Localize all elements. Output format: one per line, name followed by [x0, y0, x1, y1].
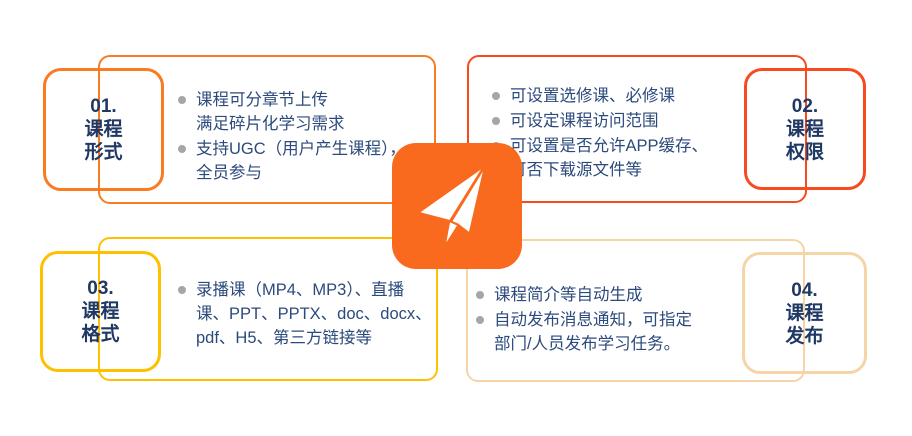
list-item: 课程简介等自动生成	[476, 283, 741, 307]
bullet-text: 可设定课程访问范围	[510, 112, 659, 130]
quadrant-title-course-publish: 04. 课程 发布	[785, 279, 824, 347]
list-item: 可设置选修课、必修课	[492, 84, 772, 108]
bullet-text: 可设置是否允许APP缓存、 可否下载源文件等	[510, 137, 709, 179]
label-box-course-publish: 04. 课程 发布	[742, 252, 867, 374]
paper-plane-icon	[392, 143, 522, 269]
bullet-text: 可设置选修课、必修课	[510, 87, 675, 105]
bullet-text: 课程可分章节上传 满足碎片化学习需求	[196, 91, 345, 133]
bullet-dot	[492, 117, 500, 125]
panel-course-publish	[466, 239, 805, 382]
list-item: 可设定课程访问范围	[492, 109, 772, 133]
list-item: 可设置是否允许APP缓存、 可否下载源文件等	[492, 134, 772, 182]
center-badge	[392, 143, 522, 269]
bullet-dot	[476, 291, 484, 299]
label-box-course-form: 01. 课程 形式	[43, 68, 164, 191]
list-item: 录播课（MP4、MP3）、直播 课、PPT、PPTX、doc、docx、 pdf…	[178, 278, 433, 350]
bullet-text: 支持UGC（用户产生课程）， 全员参与	[196, 140, 406, 182]
list-item: 自动发布消息通知，可指定 部门/人员发布学习任务。	[476, 308, 741, 356]
bullet-dot	[492, 92, 500, 100]
bullet-dot	[178, 145, 186, 153]
label-box-course-permission: 02. 课程 权限	[744, 68, 866, 190]
bullet-list-course-permission: 可设置选修课、必修课 可设定课程访问范围 可设置是否允许APP缓存、 可否下载源…	[492, 84, 772, 183]
quadrant-title-course-form: 01. 课程 形式	[84, 96, 123, 163]
bullet-dot	[178, 286, 186, 294]
bullet-dot	[476, 316, 484, 324]
quadrant-title-course-format: 03. 课程 格式	[81, 278, 120, 345]
panel-course-permission	[467, 55, 807, 203]
list-item: 课程可分章节上传 满足碎片化学习需求	[178, 88, 428, 136]
bullet-dot	[178, 96, 186, 104]
label-box-course-format: 03. 课程 格式	[40, 251, 161, 372]
bullet-list-course-publish: 课程简介等自动生成 自动发布消息通知，可指定 部门/人员发布学习任务。	[476, 283, 741, 357]
bullet-text: 课程简介等自动生成	[494, 286, 643, 304]
quadrant-title-course-permission: 02. 课程 权限	[785, 95, 824, 163]
bullet-text: 录播课（MP4、MP3）、直播 课、PPT、PPTX、doc、docx、 pdf…	[196, 281, 432, 347]
bullet-list-course-format: 录播课（MP4、MP3）、直播 课、PPT、PPTX、doc、docx、 pdf…	[178, 278, 433, 351]
panel-course-format	[98, 237, 438, 381]
list-item: 支持UGC（用户产生课程）， 全员参与	[178, 137, 428, 185]
bullet-list-course-form: 课程可分章节上传 满足碎片化学习需求 支持UGC（用户产生课程）， 全员参与	[178, 88, 428, 186]
bullet-text: 自动发布消息通知，可指定 部门/人员发布学习任务。	[494, 311, 692, 353]
panel-course-form	[98, 55, 436, 204]
